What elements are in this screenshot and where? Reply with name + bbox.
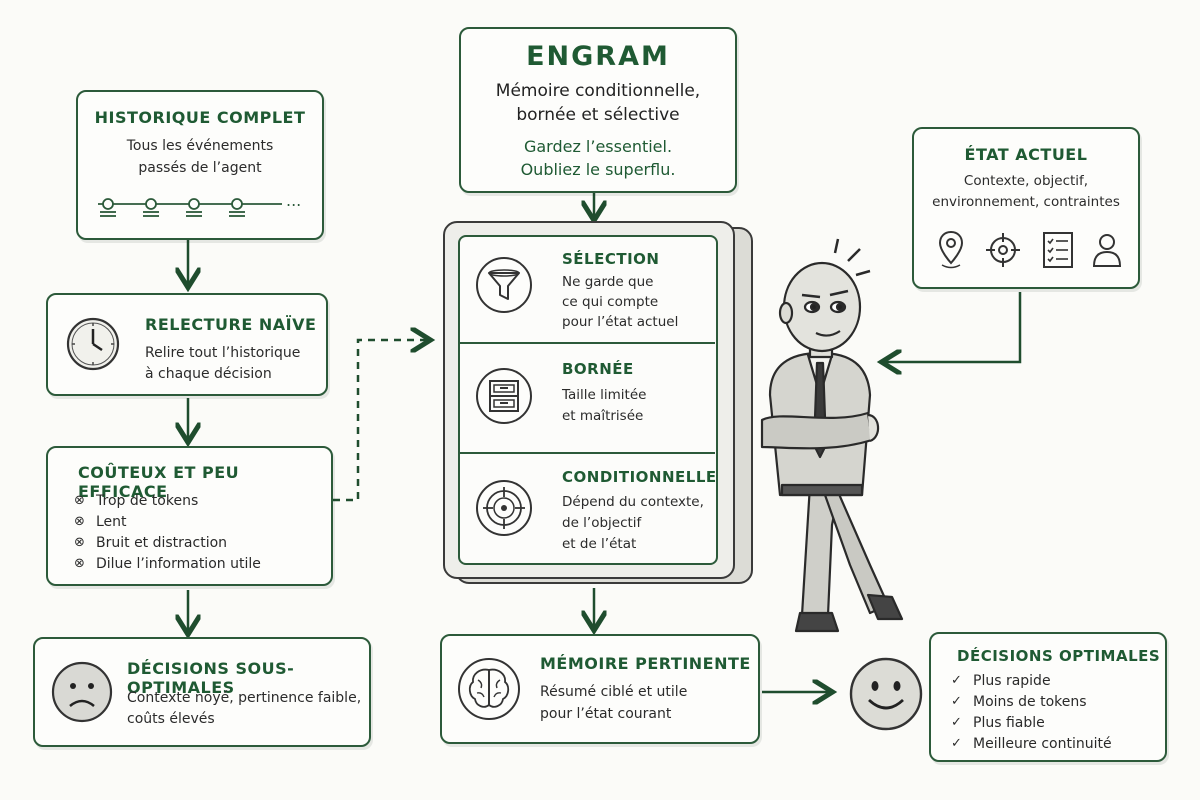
location-pin-icon <box>938 230 964 269</box>
sad-face-icon <box>51 661 113 723</box>
happy-face-icon <box>849 657 923 731</box>
optimales-title: DÉCISIONS OPTIMALES <box>957 647 1161 665</box>
target-icon <box>476 480 532 536</box>
sous-optimales-line2: coûts élevés <box>127 711 215 727</box>
sous-optimales-title: DÉCISIONS SOUS-OPTIMALES <box>127 659 295 697</box>
panel-section-bornee: BORNÉE Taille limitée et maîtrisée <box>460 344 715 454</box>
engram-tagline2: Oubliez le superflu. <box>520 160 676 179</box>
x-circle-icon: ⊗ <box>74 514 85 529</box>
conditionnelle-line3: et de l’état <box>562 536 637 552</box>
historique-title: HISTORIQUE COMPLET <box>94 108 306 127</box>
sous-optimales-card: DÉCISIONS SOUS-OPTIMALES Contexte noyé, … <box>33 637 371 747</box>
memoire-pertinente-card: MÉMOIRE PERTINENTE Résumé ciblé et utile… <box>440 634 760 744</box>
selection-title: SÉLECTION <box>562 250 660 268</box>
relecture-naive-card: RELECTURE NAÏVE Relire tout l’historique… <box>46 293 328 396</box>
conditionnelle-line2: de l’objectif <box>562 515 642 531</box>
list-item: ✓Meilleure continuité <box>951 736 1112 752</box>
couteux-title: COÛTEUX ET PEU EFFICACE <box>78 463 240 501</box>
list-item: ✓Plus rapide <box>951 673 1051 689</box>
engram-panel: SÉLECTION Ne garde que ce qui compte pou… <box>443 221 753 586</box>
couteux-list: ⊗Trop de tokens ⊗Lent ⊗Bruit et distract… <box>74 492 261 576</box>
etat-line1: Contexte, objectif, <box>963 173 1089 189</box>
x-circle-icon: ⊗ <box>74 556 85 571</box>
check-icon: ✓ <box>951 694 962 709</box>
engram-subtitle2: bornée et sélective <box>516 105 680 125</box>
check-icon: ✓ <box>951 673 962 688</box>
relecture-title: RELECTURE NAÏVE <box>145 315 317 334</box>
engram-card: ENGRAM Mémoire conditionnelle, bornée et… <box>459 27 737 193</box>
arrow-couteux-to-panel-dashed <box>333 340 428 502</box>
panel-section-selection: SÉLECTION Ne garde que ce qui compte pou… <box>460 237 715 344</box>
list-item: ⊗Bruit et distraction <box>74 535 228 551</box>
engram-tagline1: Gardez l’essentiel. <box>523 137 673 156</box>
etat-line2: environnement, contraintes <box>932 194 1120 210</box>
selection-line2: ce qui compte <box>562 294 659 310</box>
list-item: ⊗Lent <box>74 514 127 530</box>
etat-title: ÉTAT ACTUEL <box>964 145 1088 164</box>
list-item: ✓Plus fiable <box>951 715 1045 731</box>
brain-icon <box>458 658 520 720</box>
historique-line2: passés de l’agent <box>138 160 262 176</box>
check-icon: ✓ <box>951 736 962 751</box>
crosshair-icon <box>986 233 1020 267</box>
conditionnelle-title: CONDITIONNELLE <box>562 468 717 486</box>
funnel-icon <box>476 257 532 313</box>
conditionnelle-line1: Dépend du contexte, <box>562 494 704 510</box>
historique-line1: Tous les événements <box>126 138 274 154</box>
panel-section-conditionnelle: CONDITIONNELLE Dépend du contexte, de l’… <box>460 454 717 564</box>
timeline-ellipsis: ... <box>286 191 302 210</box>
bornee-line1: Taille limitée <box>562 387 647 403</box>
selection-line1: Ne garde que <box>562 274 654 290</box>
drawers-icon <box>476 368 532 424</box>
decisions-optimales-card: DÉCISIONS OPTIMALES ✓Plus rapide ✓Moins … <box>929 632 1167 762</box>
relecture-line2: à chaque décision <box>145 366 272 382</box>
sous-optimales-line1: Contexte noyé, pertinence faible, <box>127 690 362 706</box>
person-illustration <box>760 238 904 633</box>
couteux-card: COÛTEUX ET PEU EFFICACE ⊗Trop de tokens … <box>46 446 333 586</box>
memoire-title: MÉMOIRE PERTINENTE <box>540 654 751 673</box>
memoire-line2: pour l’état courant <box>540 706 672 722</box>
panel-inner: SÉLECTION Ne garde que ce qui compte pou… <box>458 235 718 565</box>
check-icon: ✓ <box>951 715 962 730</box>
list-item: ⊗Dilue l’information utile <box>74 556 261 572</box>
optimales-list: ✓Plus rapide ✓Moins de tokens ✓Plus fiab… <box>951 672 1112 756</box>
bornee-line2: et maîtrisée <box>562 408 644 424</box>
list-item: ✓Moins de tokens <box>951 694 1087 710</box>
engram-title: ENGRAM <box>526 41 670 72</box>
x-circle-icon: ⊗ <box>74 493 85 508</box>
list-item: ⊗Trop de tokens <box>74 493 199 509</box>
x-circle-icon: ⊗ <box>74 535 85 550</box>
etat-actuel-card: ÉTAT ACTUEL Contexte, objectif, environn… <box>912 127 1140 289</box>
historique-complet-card: HISTORIQUE COMPLET Tous les événements p… <box>76 90 324 240</box>
selection-line3: pour l’état actuel <box>562 314 679 330</box>
bornee-title: BORNÉE <box>562 360 634 378</box>
memoire-line1: Résumé ciblé et utile <box>540 684 688 700</box>
checklist-icon <box>1043 232 1073 268</box>
engram-subtitle1: Mémoire conditionnelle, <box>495 81 701 101</box>
timeline-icon <box>98 198 282 217</box>
relecture-line1: Relire tout l’historique <box>145 345 301 361</box>
user-icon <box>1092 234 1122 267</box>
clock-icon <box>66 317 120 371</box>
